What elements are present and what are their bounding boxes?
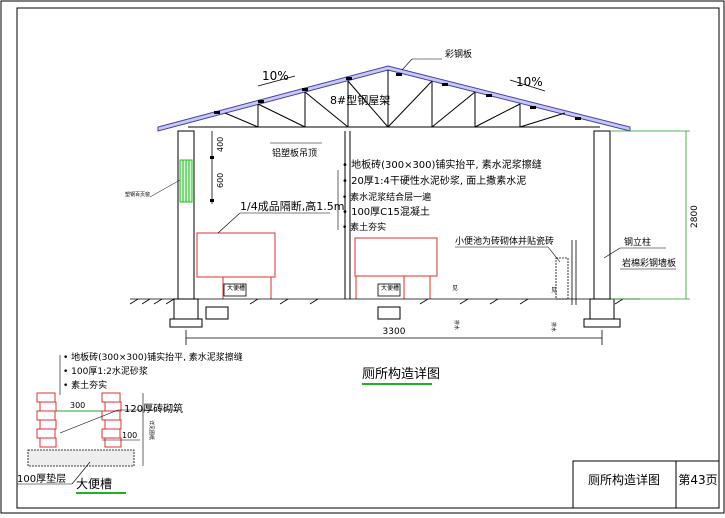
roof-slope-left: 10% [262,69,289,83]
vent-dimension: 400 600 [210,131,225,204]
trough-wall-label: 120厚砖砌筑 [124,402,183,415]
roof-material-label: 彩钢板 [445,48,472,60]
roof: 10% 10% 彩钢板 8#型钢屋架 铝塑板吊顶 [157,48,631,159]
trough-depth-label: 详见图纸 [148,420,155,440]
roof-truss-label: 8#型钢屋架 [330,93,390,107]
side-mark-1: 见 [452,285,458,292]
drawing-title: 厕所构造详图 [362,367,440,382]
walls [169,130,621,328]
floor-spec: • 地板砖(300×300)铺实抬平, 素水泥浆擦缝 • 20厚1:4干硬性水泥… [337,158,542,233]
trough-spec-1: • 地板砖(300×300)铺实抬平, 素水泥浆擦缝 [63,351,243,363]
vent-window-label: 塑钢百页窗 [125,191,150,198]
trough-spec-2: • 100厚1:2水泥砂浆 [63,365,148,377]
trough-spec-3: • 素土夯实 [63,379,107,391]
trough-base-label: 100厚垫层 [17,472,66,485]
vent-window: 塑钢百页窗 [125,159,193,203]
pit-dim-300: 300 [70,401,85,410]
ceiling-label: 铝塑板吊顶 [272,147,317,159]
floor-spec-2: • 20厚1:4干硬性水泥砂浆, 面上撒素水泥 [342,174,526,187]
urinal [555,240,577,305]
vent-dim-600: 600 [216,173,225,188]
inner-border [16,7,720,509]
height-dim-2800: 2800 [690,205,700,228]
side-mark-2: 见 [551,287,557,294]
title-block-name: 厕所构造详图 [588,472,660,487]
height-dimension: 2800 [611,130,700,300]
title-block-page: 第43页 [678,473,717,487]
partitions [196,232,438,299]
drain-label-2: 排水 [550,322,557,332]
vent-dim-400: 400 [216,137,225,152]
trough-label-right: 大便槽 [381,284,399,292]
floor-spec-1: • 地板砖(300×300)铺实抬平, 素水泥浆擦缝 [342,158,542,171]
wall-board-label: 岩棉彩钢墙板 [622,257,676,269]
trough-detail: • 地板砖(300×300)铺实抬平, 素水泥浆擦缝 • 100厚1:2水泥砂浆… [17,351,243,494]
steel-column-label: 钢立柱 [624,236,651,248]
floor-spec-3: • 素水泥浆结合层一遍 [342,191,431,203]
floor-spec-4: • 100厚C15混凝土 [342,205,430,218]
span-dim-3300: 3300 [383,327,406,337]
urinal-label: 小便池为砖砌体并贴瓷砖 [455,235,554,247]
roof-truss [188,70,600,128]
partition-label: 1/4成品隔断,高1.5m [240,199,344,213]
ground [129,298,640,305]
title-block: 厕所构造详图 第43页 [572,460,720,509]
purlins [214,73,581,120]
trough-label-left: 大便槽 [227,284,245,292]
floor-spec-5: • 素土夯实 [342,221,386,233]
drain-label-1: 排水 [453,320,460,330]
trough-detail-title: 大便槽 [76,477,112,491]
roof-slope-right: 10% [516,75,543,89]
pit-dim-100: 100 [122,431,137,440]
troughs [223,283,401,297]
span-dimension: 3300 [185,327,603,345]
